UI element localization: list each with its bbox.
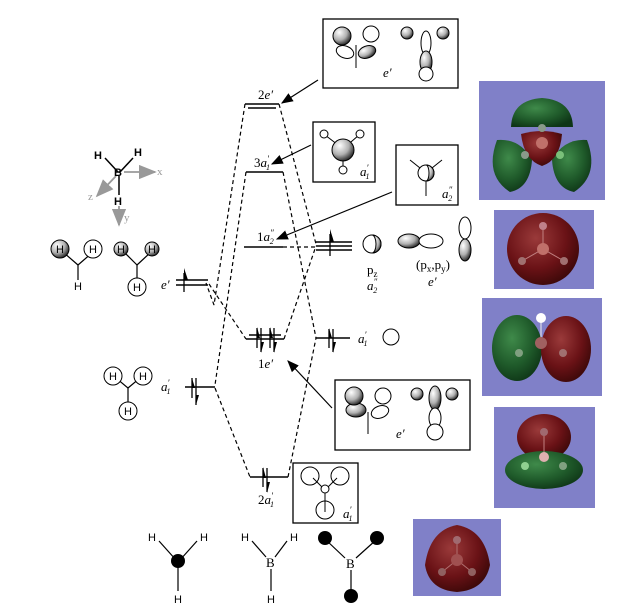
mo-render-1e bbox=[494, 407, 595, 508]
h-atom-label: H bbox=[94, 150, 102, 162]
h-label: H bbox=[124, 406, 132, 418]
mo-1e-label: 1e′ bbox=[258, 356, 273, 371]
h3-fragment-structure: H H H bbox=[148, 532, 208, 606]
mo-level-2a1: 2a′1 bbox=[250, 467, 288, 509]
pxpy-label: (px,py) bbox=[416, 257, 450, 274]
h-label: H bbox=[139, 371, 147, 383]
mo-level-3a1: 3a′1 bbox=[246, 154, 283, 173]
h3-a1-orbital: H H H bbox=[103, 366, 153, 421]
boron-s-level: a′1 bbox=[316, 328, 400, 353]
h3-e-orbital-1: H H H bbox=[50, 239, 103, 293]
box-1e-symmetry: e′ bbox=[396, 426, 405, 441]
bh3-ball-structure: B bbox=[318, 531, 384, 603]
box-3a1: a′1 bbox=[312, 121, 376, 183]
bh3-structure: H H B H bbox=[241, 532, 298, 606]
h-label: H bbox=[200, 532, 208, 544]
h-label: H bbox=[148, 532, 156, 544]
b-label: B bbox=[346, 556, 355, 571]
coordinate-system: H H B H x z y bbox=[88, 147, 163, 227]
pz-orbital-icon: pz a″2 bbox=[362, 234, 382, 295]
h-label: H bbox=[56, 244, 64, 256]
mo-level-1e: 1e′ bbox=[246, 327, 284, 371]
pxpy-symmetry: e′ bbox=[428, 274, 437, 289]
b-label: B bbox=[266, 555, 275, 570]
px-orbital-icon bbox=[397, 233, 444, 249]
h-atom-label: H bbox=[134, 147, 142, 159]
mo-render-3a1 bbox=[482, 298, 602, 396]
z-axis-label: z bbox=[88, 191, 93, 203]
mo-3a1-label: 3a′1 bbox=[254, 154, 270, 172]
h3-a1-level: a′1 bbox=[161, 378, 215, 405]
h-label: H bbox=[117, 244, 125, 256]
mo-2e-label: 2e′ bbox=[258, 87, 273, 102]
h3-e-level: e′ bbox=[161, 268, 208, 292]
pz-label: pz bbox=[367, 262, 378, 279]
pz-symmetry: a″2 bbox=[367, 277, 378, 295]
h3-e-label: e′ bbox=[161, 277, 170, 292]
correlation-lines bbox=[205, 103, 317, 478]
box-2e: e′ bbox=[322, 18, 459, 89]
h-label: H bbox=[148, 244, 156, 256]
mo-1a2-label: 1a″2 bbox=[257, 228, 274, 246]
h-label: H bbox=[290, 532, 298, 544]
h-label: H bbox=[109, 371, 117, 383]
b-atom-label: B bbox=[114, 167, 122, 179]
mo-render-2a1 bbox=[413, 519, 501, 596]
h-label: H bbox=[267, 594, 275, 606]
h-label: H bbox=[74, 281, 82, 293]
h-label: H bbox=[241, 532, 249, 544]
box-1a2-symmetry: a″2 bbox=[442, 185, 453, 203]
py-orbital-icon bbox=[458, 216, 472, 262]
y-axis-label: y bbox=[124, 212, 130, 224]
box-2a1-symmetry: a′1 bbox=[343, 505, 353, 523]
h-label: H bbox=[133, 282, 141, 294]
h-label: H bbox=[89, 244, 97, 256]
boron-p-level bbox=[316, 229, 352, 256]
h-label: H bbox=[174, 594, 182, 606]
mo-render-2e bbox=[479, 81, 605, 200]
s-orbital-icon bbox=[382, 328, 400, 346]
e-orbital-sketch-1 bbox=[332, 25, 380, 68]
pointer-arrows bbox=[270, 79, 393, 409]
box-1e: e′ bbox=[334, 379, 471, 451]
h3-e-orbital-2: H H H bbox=[113, 241, 160, 297]
box-1a2: a″2 bbox=[395, 144, 459, 206]
box-2e-symmetry: e′ bbox=[383, 65, 392, 80]
h-atom-label: H bbox=[114, 196, 122, 208]
e-orbital-sketch-2 bbox=[410, 385, 459, 441]
box-3a1-symmetry: a′1 bbox=[360, 163, 370, 181]
mo-render-1a2 bbox=[494, 210, 594, 289]
x-axis-label: x bbox=[157, 166, 163, 178]
e-orbital-sketch-1 bbox=[344, 386, 392, 434]
pxpy-labels: (px,py) e′ bbox=[416, 257, 450, 289]
box-2a1: a′1 bbox=[292, 462, 359, 524]
mo-2a1-label: 2a′1 bbox=[258, 491, 274, 509]
h3-a1-label: a′1 bbox=[161, 378, 171, 396]
mo-level-2e: 2e′ bbox=[245, 87, 279, 109]
e-orbital-sketch-2 bbox=[400, 26, 450, 82]
mo-level-1a2: 1a″2 bbox=[244, 228, 283, 248]
boron-s-label: a′1 bbox=[358, 330, 368, 348]
